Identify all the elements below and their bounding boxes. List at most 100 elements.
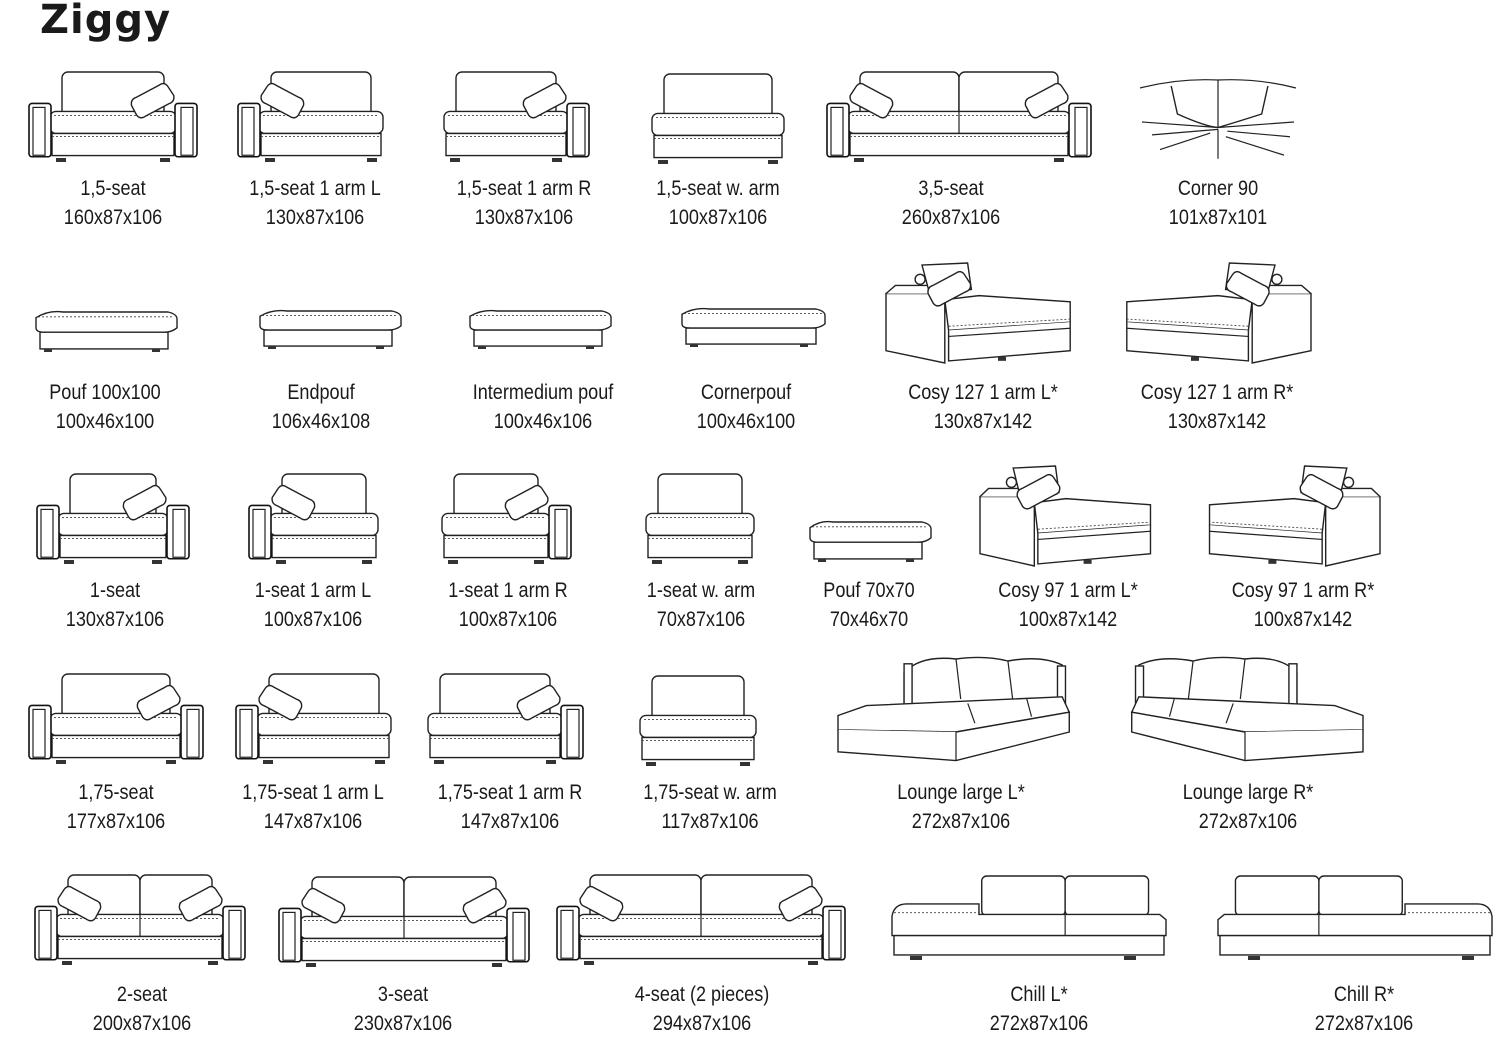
module-dimensions: 100x87x142 bbox=[1018, 608, 1118, 631]
sofa-base bbox=[641, 736, 755, 761]
chaise-seat bbox=[1208, 497, 1327, 535]
intermedium-pouf-drawing bbox=[469, 309, 612, 349]
seat-cushion bbox=[49, 712, 183, 737]
module-name: 1-seat 1 arm L bbox=[254, 579, 372, 602]
lounge-base bbox=[837, 711, 1070, 762]
seat-cushion bbox=[651, 112, 785, 137]
module-dimensions: 177x87x106 bbox=[66, 810, 166, 833]
corner-90-drawing bbox=[1139, 79, 1297, 159]
chill-base bbox=[893, 934, 1165, 956]
module-name: Chill R* bbox=[1333, 983, 1395, 1006]
seat-cushion bbox=[57, 512, 169, 537]
sofa-base bbox=[51, 734, 181, 759]
module-caption: Pouf 70x70 70x46x70 bbox=[774, 576, 963, 634]
pouf-base bbox=[685, 327, 817, 345]
left-armrest bbox=[556, 905, 580, 961]
right-armrest bbox=[822, 905, 846, 961]
module-name: 4-seat (2 pieces) bbox=[634, 983, 770, 1006]
module-caption: 4-seat (2 pieces)294x87x106 bbox=[607, 980, 796, 1038]
module-dimensions: 100x87x142 bbox=[1253, 608, 1353, 631]
module-name: 1,75-seat bbox=[78, 781, 154, 804]
module-name: Intermedium pouf bbox=[472, 381, 614, 404]
module-dimensions: 100x87x106 bbox=[458, 608, 558, 631]
cosy-97-1-arm-l-drawing bbox=[979, 465, 1152, 567]
cosy-97-1-arm-r-drawing bbox=[1208, 465, 1381, 567]
sofa-base bbox=[271, 534, 377, 559]
module-dimensions: 130x87x142 bbox=[1167, 410, 1267, 433]
sofa-base bbox=[443, 534, 549, 559]
module-dimensions: 130x87x106 bbox=[265, 206, 365, 229]
module-dimensions: 117x87x106 bbox=[661, 810, 759, 833]
sofa-base bbox=[445, 132, 567, 157]
module-dimensions: 130x87x106 bbox=[65, 608, 165, 631]
chaise-base bbox=[1126, 322, 1250, 362]
sofa-base bbox=[57, 935, 223, 960]
module-dimensions: 272x87x106 bbox=[911, 810, 1011, 833]
module-name: Corner 90 bbox=[1177, 177, 1259, 200]
seat-cushion bbox=[441, 512, 551, 537]
module-caption: 3-seat 230x87x106 bbox=[308, 980, 497, 1038]
module-dimensions: 230x87x106 bbox=[353, 1012, 453, 1035]
pouf-top bbox=[809, 520, 932, 543]
module-dimensions: 100x46x106 bbox=[493, 410, 593, 433]
module-dimensions: 160x87x106 bbox=[63, 206, 163, 229]
module-caption: 1,75-seat 177x87x106 bbox=[21, 778, 210, 836]
module-caption: Cosy 97 1 arm R*100x87x142 bbox=[1208, 576, 1397, 634]
module-name: Chill L* bbox=[1010, 983, 1068, 1006]
chaise-seat bbox=[1033, 497, 1152, 535]
right-armrest bbox=[566, 102, 590, 158]
right-armrest bbox=[180, 704, 204, 760]
chaise-base bbox=[1037, 525, 1152, 565]
sofa-base bbox=[301, 937, 507, 962]
left-armrest bbox=[235, 704, 259, 760]
back-cushion bbox=[657, 473, 743, 519]
sofa-base bbox=[579, 935, 823, 960]
sofa-base bbox=[51, 132, 175, 157]
back-cushion bbox=[651, 675, 745, 721]
3-seat-drawing bbox=[278, 876, 530, 967]
module-name: 1,5-seat bbox=[80, 177, 146, 200]
4-seat-2-pieces-drawing bbox=[556, 874, 846, 965]
pouf-base bbox=[39, 331, 169, 350]
pouf-100x100-drawing bbox=[35, 310, 178, 352]
lounge-large-r-drawing bbox=[1130, 656, 1364, 762]
module-dimensions: 70x46x70 bbox=[829, 608, 909, 631]
module-name: Cosy 127 1 arm L* bbox=[908, 381, 1058, 404]
cornerpouf-drawing bbox=[681, 307, 826, 347]
chaise-base bbox=[947, 322, 1071, 362]
seat-cushion bbox=[645, 512, 755, 537]
module-name: 1,5-seat 1 arm L bbox=[249, 177, 381, 200]
back-cushion bbox=[981, 875, 1066, 917]
cosy-127-1-arm-l-drawing bbox=[885, 262, 1071, 364]
module-name: Cornerpouf bbox=[700, 381, 792, 404]
left-armrest bbox=[36, 504, 60, 560]
module-dimensions: 70x87x106 bbox=[656, 608, 746, 631]
module-dimensions: 260x87x106 bbox=[901, 206, 1001, 229]
module-caption: Cosy 97 1 arm L*100x87x142 bbox=[973, 576, 1162, 634]
module-dimensions: 101x87x101 bbox=[1168, 206, 1268, 229]
sofa-base bbox=[429, 734, 561, 759]
pouf-top bbox=[35, 310, 178, 333]
module-name: 1-seat bbox=[89, 579, 141, 602]
right-armrest bbox=[174, 102, 198, 158]
chill-l-drawing bbox=[891, 875, 1167, 960]
module-name: 3-seat bbox=[377, 983, 429, 1006]
module-name: 1-seat 1 arm R bbox=[448, 579, 568, 602]
module-dimensions: 100x87x106 bbox=[263, 608, 363, 631]
chaise-base bbox=[1208, 525, 1323, 565]
module-caption: Chill L*272x87x106 bbox=[944, 980, 1133, 1038]
1-75-seat-w-arm-drawing bbox=[639, 675, 757, 766]
module-name: Pouf 70x70 bbox=[823, 579, 915, 602]
lounge-large-l-drawing bbox=[837, 656, 1071, 762]
seat-cushion bbox=[256, 712, 392, 737]
module-dimensions: 100x87x106 bbox=[668, 206, 768, 229]
seat-cushion bbox=[269, 512, 379, 537]
1-seat-drawing bbox=[36, 473, 190, 564]
module-caption: Cosy 127 1 arm L*130x87x142 bbox=[888, 378, 1077, 436]
lounge-base bbox=[1131, 711, 1364, 762]
module-dimensions: 130x87x106 bbox=[474, 206, 574, 229]
